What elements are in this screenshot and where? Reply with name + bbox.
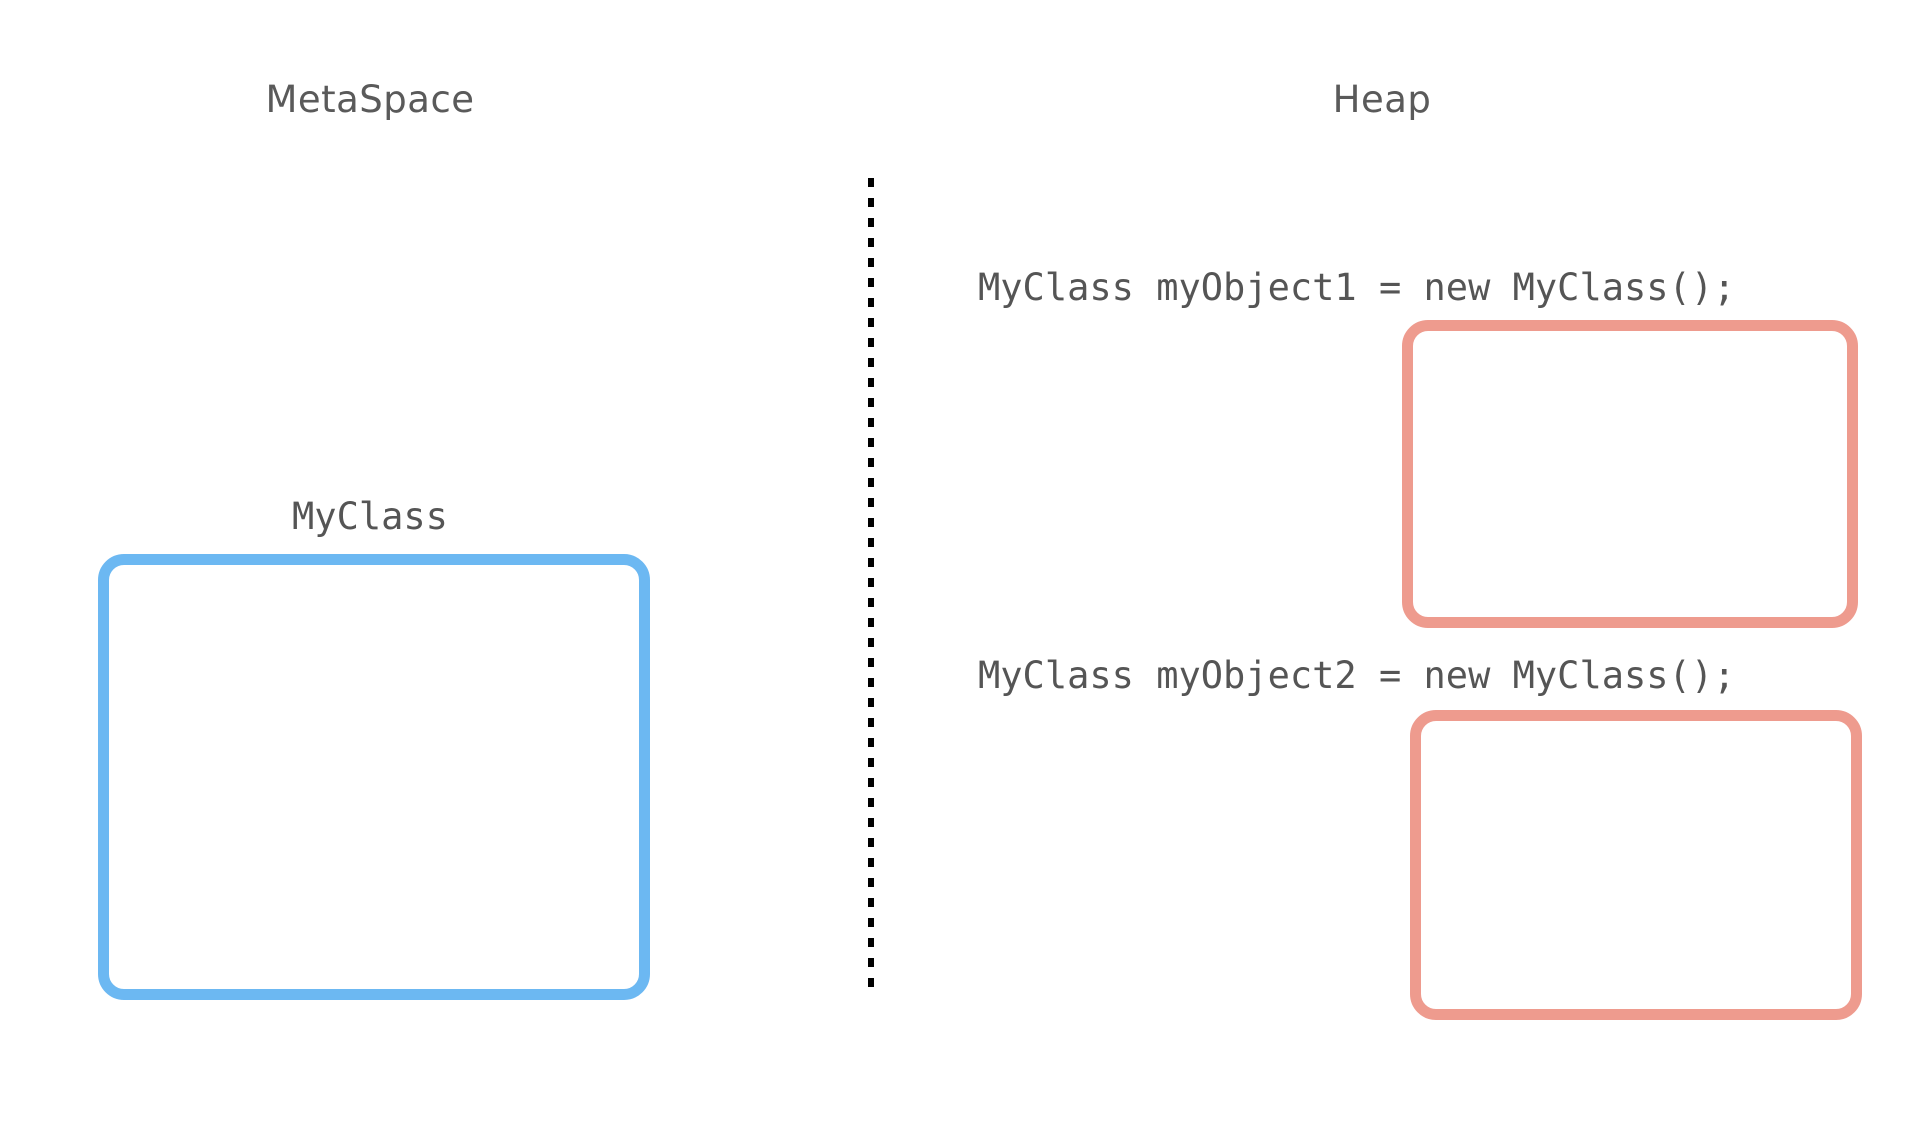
heap-object-statement: MyClass myObject1 = new MyClass(); — [978, 266, 1736, 309]
metaspace-heading: MetaSpace — [265, 78, 475, 121]
heap-heading: Heap — [1332, 78, 1432, 121]
heap-object-box: myVariable 200 — [1402, 320, 1858, 628]
section-divider — [868, 178, 874, 996]
metaspace-class-label: MyClass — [292, 495, 448, 538]
heap-object-box: myVariable 200 — [1410, 710, 1862, 1020]
metaspace-class-box: myStaticVariable 100 — [98, 554, 650, 1000]
heap-object-statement: MyClass myObject2 = new MyClass(); — [978, 654, 1736, 697]
